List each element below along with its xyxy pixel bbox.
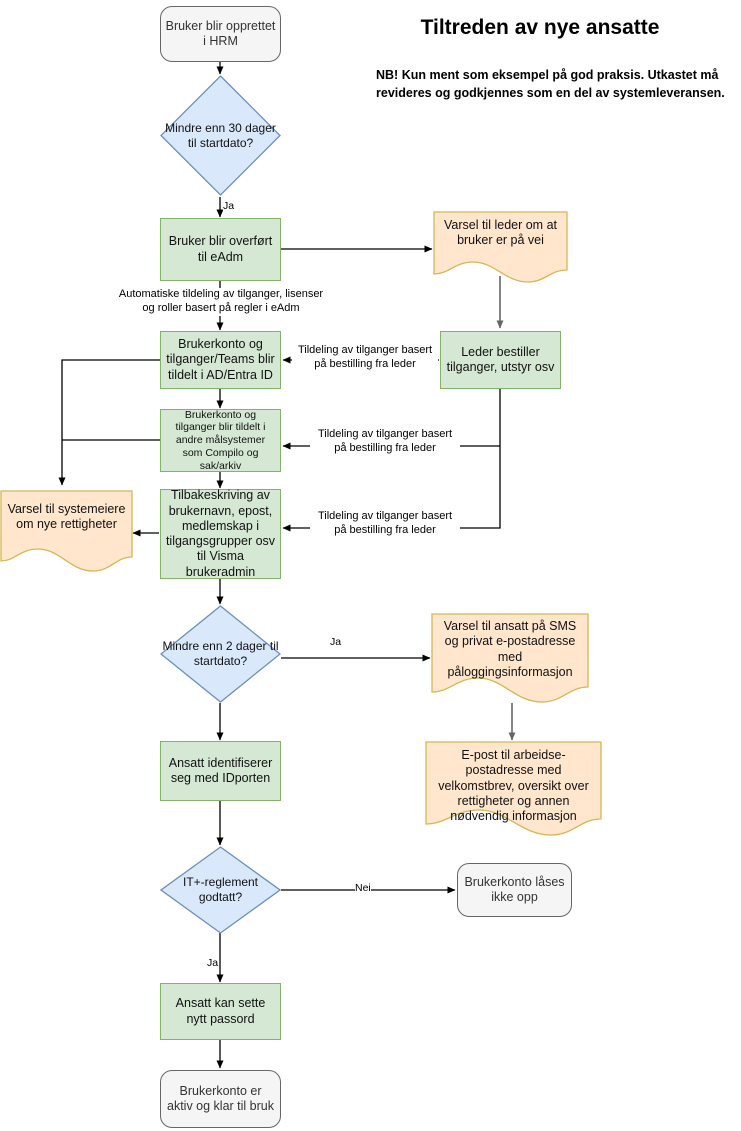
note-shape: [431, 613, 589, 703]
node-ad-entra-id-label: Brukerkonto og tilganger/Teams blir tild…: [166, 337, 275, 382]
node-decision-2-dager[interactable]: Mindre enn 2 dager til startdato?: [160, 605, 281, 703]
node-brukerkonto-laast[interactable]: Brukerkonto låses ikke opp: [457, 863, 572, 917]
node-bruker-overfort-eadm[interactable]: Bruker blir overført til eAdm: [160, 218, 281, 281]
node-leder-bestiller[interactable]: Leder bestiller tilganger, utstyr osv: [440, 331, 561, 389]
node-start-label: Bruker blir opprettet i HRM: [165, 18, 276, 48]
edge-label-tildeling-2: Tildeling av tilganger basert på bestill…: [310, 428, 460, 456]
edge-label-ja-30: Ja: [223, 200, 235, 212]
diamond-shape: [160, 75, 281, 196]
node-varsel-ansatt-sms-label: Varsel til ansatt på SMS og privat e-pos…: [443, 619, 577, 679]
edge-leder-to-tilbakeskriving: [282, 389, 501, 532]
node-epost-arbeid-label: E-post til arbeidse-postadresse med velk…: [438, 748, 589, 823]
diamond-shape: [160, 605, 281, 703]
node-leder-bestiller-label: Leder bestiller tilganger, utstyr osv: [446, 344, 555, 374]
page-title: Tiltreden av nye ansatte: [420, 16, 660, 39]
note-shape: [433, 211, 568, 283]
node-andre-malsystemer-label: Brukerkonto og tilganger blir tildelt i …: [175, 408, 266, 472]
node-epost-arbeid[interactable]: E-post til arbeidse-postadresse med velk…: [425, 741, 602, 836]
edge-label-tildeling-1: Tildeling av tilganger basert på bestill…: [292, 344, 438, 372]
edge-adentra-to-varselsys: [58, 359, 160, 486]
node-andre-malsystemer[interactable]: Brukerkonto og tilganger blir tildelt i …: [160, 409, 281, 472]
node-brukerkonto-aktiv[interactable]: Brukerkonto er aktiv og klar til bruk: [160, 1070, 281, 1128]
note-shape: [0, 490, 133, 572]
node-varsel-systemeiere-label: Varsel til systemeiere om nye rettighete…: [7, 502, 126, 532]
diamond-shape: [160, 846, 281, 934]
node-varsel-til-leder[interactable]: Varsel til leder om at bruker er på vei: [433, 211, 568, 283]
edge-label-nei-reglement: Nei: [355, 882, 371, 894]
page-subtitle: NB! Kun ment som eksempel på god praksis…: [376, 68, 725, 101]
node-varsel-systemeiere[interactable]: Varsel til systemeiere om nye rettighete…: [0, 490, 133, 572]
node-nytt-passord-label: Ansatt kan sette nytt passord: [175, 996, 266, 1026]
edge-label-ja-reglement: Ja: [207, 957, 219, 969]
node-brukerkonto-aktiv-label: Brukerkonto er aktiv og klar til bruk: [167, 1083, 274, 1113]
node-ansatt-idporten[interactable]: Ansatt identifiserer seg med IDporten: [160, 741, 281, 801]
node-ad-entra-id[interactable]: Brukerkonto og tilganger/Teams blir tild…: [160, 331, 281, 389]
edge-label-tildeling-3: Tildeling av tilganger basert på bestill…: [310, 510, 460, 538]
node-brukerkonto-laast-label: Brukerkonto låses ikke opp: [464, 874, 565, 904]
node-bruker-overfort-eadm-label: Bruker blir overført til eAdm: [168, 234, 273, 264]
node-tilbakeskriving[interactable]: Tilbakeskriving av brukernavn, epost, me…: [160, 488, 281, 579]
edge-label-ja-2: Ja: [330, 636, 342, 648]
node-decision-30-dager[interactable]: Mindre enn 30 dager til startdato?: [160, 75, 281, 196]
node-tilbakeskriving-label: Tilbakeskriving av brukernavn, epost, me…: [165, 488, 276, 579]
node-varsel-ansatt-sms[interactable]: Varsel til ansatt på SMS og privat e-pos…: [431, 613, 589, 703]
node-ansatt-idporten-label: Ansatt identifiserer seg med IDporten: [168, 755, 273, 785]
node-decision-it-reglement[interactable]: IT+-reglement godtatt?: [160, 846, 281, 934]
node-nytt-passord[interactable]: Ansatt kan sette nytt passord: [160, 983, 281, 1040]
note-shape: [425, 741, 602, 836]
edge-label-auto-regler: Automatiske tildeling av tilganger, lise…: [108, 288, 334, 316]
node-varsel-til-leder-label: Varsel til leder om at bruker er på vei: [443, 218, 557, 248]
node-start[interactable]: Bruker blir opprettet i HRM: [160, 6, 281, 62]
